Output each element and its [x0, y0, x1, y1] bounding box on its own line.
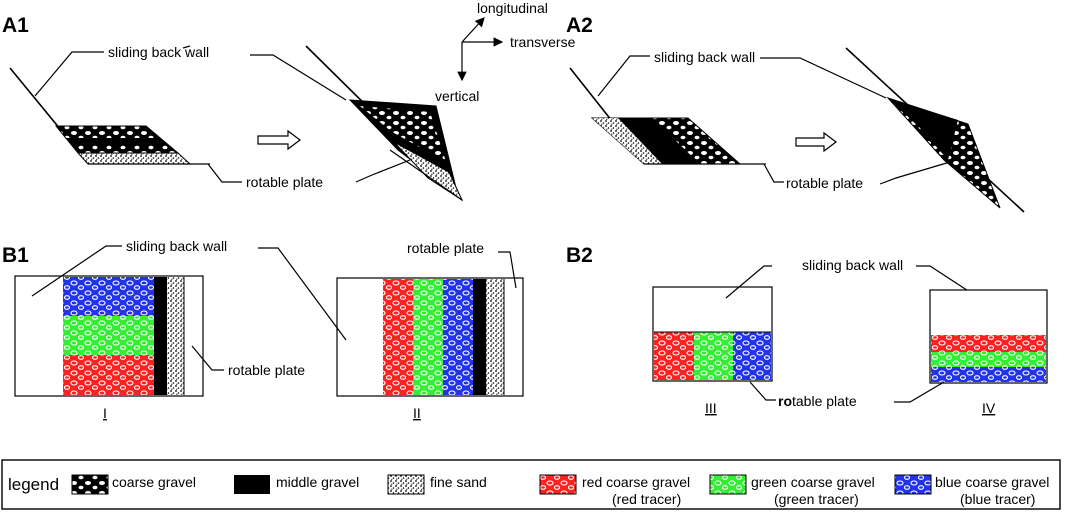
callout-line: [207, 163, 242, 183]
legend-swatch-blue-coarse-gravel: [894, 474, 932, 495]
panel-label-b2: B2: [566, 244, 593, 267]
panel-label-a2: A2: [566, 14, 593, 37]
label-sliding-back-wall: sliding back wall: [802, 257, 903, 273]
legend-title: legend: [8, 475, 59, 494]
green-tracer-layer: [931, 352, 1046, 367]
panel-label-b1: B1: [2, 244, 29, 267]
callout-line: [250, 54, 347, 101]
fine-sand-layer: [76, 152, 192, 165]
legend-label-blue-tracer: (blue tracer): [960, 491, 1035, 507]
legend-label-coarse-gravel: coarse gravel: [112, 474, 196, 490]
callout-line: [597, 55, 650, 97]
legend-frame: [1, 459, 1061, 510]
label-rotable-plate: rotable plate: [407, 240, 484, 256]
green-tracer-layer: [413, 279, 443, 395]
legend-label-green-tracer: (green tracer): [774, 491, 859, 507]
callout-line: [31, 245, 122, 297]
label-case-iii: III: [705, 400, 717, 416]
label-case-ii: II: [413, 405, 421, 421]
callout-line: [498, 251, 517, 289]
label-case-iv: IV: [982, 400, 996, 416]
middle-gravel-layer: [392, 132, 449, 172]
label-rotable-plate-rest: table plate: [792, 393, 857, 409]
legend-label-blue-coarse-gravel: blue coarse gravel: [935, 474, 1049, 490]
panel-label-a1: A1: [2, 14, 29, 37]
panel-a1: A1 sliding back wall rotable plate: [2, 14, 464, 202]
middle-gravel-layer: [154, 277, 167, 395]
blue-tracer-layer: [63, 277, 154, 316]
green-tracer-layer: [694, 332, 733, 380]
label-rotable-plate-prefix: ro: [778, 393, 792, 409]
legend-label-fine-sand: fine sand: [430, 474, 487, 490]
callout-line: [725, 265, 772, 299]
label-rotable-plate: rotable plate: [228, 362, 305, 378]
transition-arrow-icon: [795, 131, 837, 153]
blue-tracer-layer: [443, 279, 473, 395]
legend-swatch-middle-gravel: [234, 475, 270, 494]
callout-line: [182, 45, 191, 49]
longitudinal-axis-arrow: [461, 17, 485, 43]
callout-line: [760, 57, 887, 99]
callout-line: [258, 247, 347, 341]
legend-swatch-green-coarse-gravel: [709, 474, 747, 495]
legend-label-red-coarse-gravel: red coarse gravel: [582, 474, 690, 490]
fine-sand-layer: [167, 277, 184, 395]
callout-line: [191, 345, 224, 371]
label-longitudinal: longitudinal: [477, 0, 548, 16]
red-tracer-layer: [931, 335, 1046, 352]
red-tracer-layer: [654, 332, 694, 380]
callout-line: [355, 159, 411, 183]
blue-tracer-layer: [931, 367, 1046, 382]
callout-line: [894, 381, 945, 403]
label-transverse: transverse: [510, 34, 576, 50]
label-sliding-back-wall: sliding back wall: [108, 44, 209, 60]
middle-gravel-layer: [888, 98, 958, 160]
callout-line: [749, 381, 776, 401]
fine-sand-layer: [486, 279, 504, 395]
label-rotable-plate: rotable plate: [786, 175, 863, 191]
red-tracer-layer: [63, 355, 154, 395]
middle-gravel-layer: [618, 118, 700, 164]
label-sliding-back-wall: sliding back wall: [126, 238, 227, 254]
legend-swatch-fine-sand: [387, 474, 425, 495]
panel-b1: B1 sliding back wall rotable plate I rot…: [2, 238, 524, 421]
coarse-gravel-texture: [360, 106, 446, 162]
callout-line: [763, 163, 784, 183]
fine-sand-layer: [592, 118, 662, 164]
legend-swatch-coarse-gravel: [71, 474, 109, 495]
label-sliding-back-wall: sliding back wall: [654, 49, 755, 65]
panel-a2: A2 sliding back wall rotable plate: [566, 14, 1025, 213]
legend-label-red-tracer: (red tracer): [612, 491, 681, 507]
rotable-plate: [389, 149, 463, 201]
legend-label-middle-gravel: middle gravel: [276, 474, 359, 490]
label-rotable-plate: rotable plate: [246, 174, 323, 190]
axis-indicator: longitudinal transverse vertical: [435, 0, 576, 104]
legend: legend coarse gravel middle gravel fine …: [1, 459, 1061, 510]
blue-tracer-layer: [733, 332, 771, 380]
middle-gravel-layer: [66, 138, 168, 145]
panel-b2: B2 sliding back wall III rotable plate I…: [566, 244, 1048, 416]
middle-gravel-layer: [473, 279, 486, 395]
callout-line: [916, 265, 977, 297]
green-tracer-layer: [63, 316, 154, 355]
callout-line: [879, 161, 951, 185]
legend-label-green-coarse-gravel: green coarse gravel: [751, 474, 875, 490]
label-vertical: vertical: [435, 88, 479, 104]
legend-swatch-red-coarse-gravel: [539, 474, 577, 495]
label-rotable-plate: rotable plate: [778, 393, 857, 409]
label-case-i: I: [103, 405, 107, 421]
callout-line: [34, 51, 104, 97]
transition-arrow-icon: [257, 129, 301, 151]
red-tracer-layer: [383, 279, 413, 395]
